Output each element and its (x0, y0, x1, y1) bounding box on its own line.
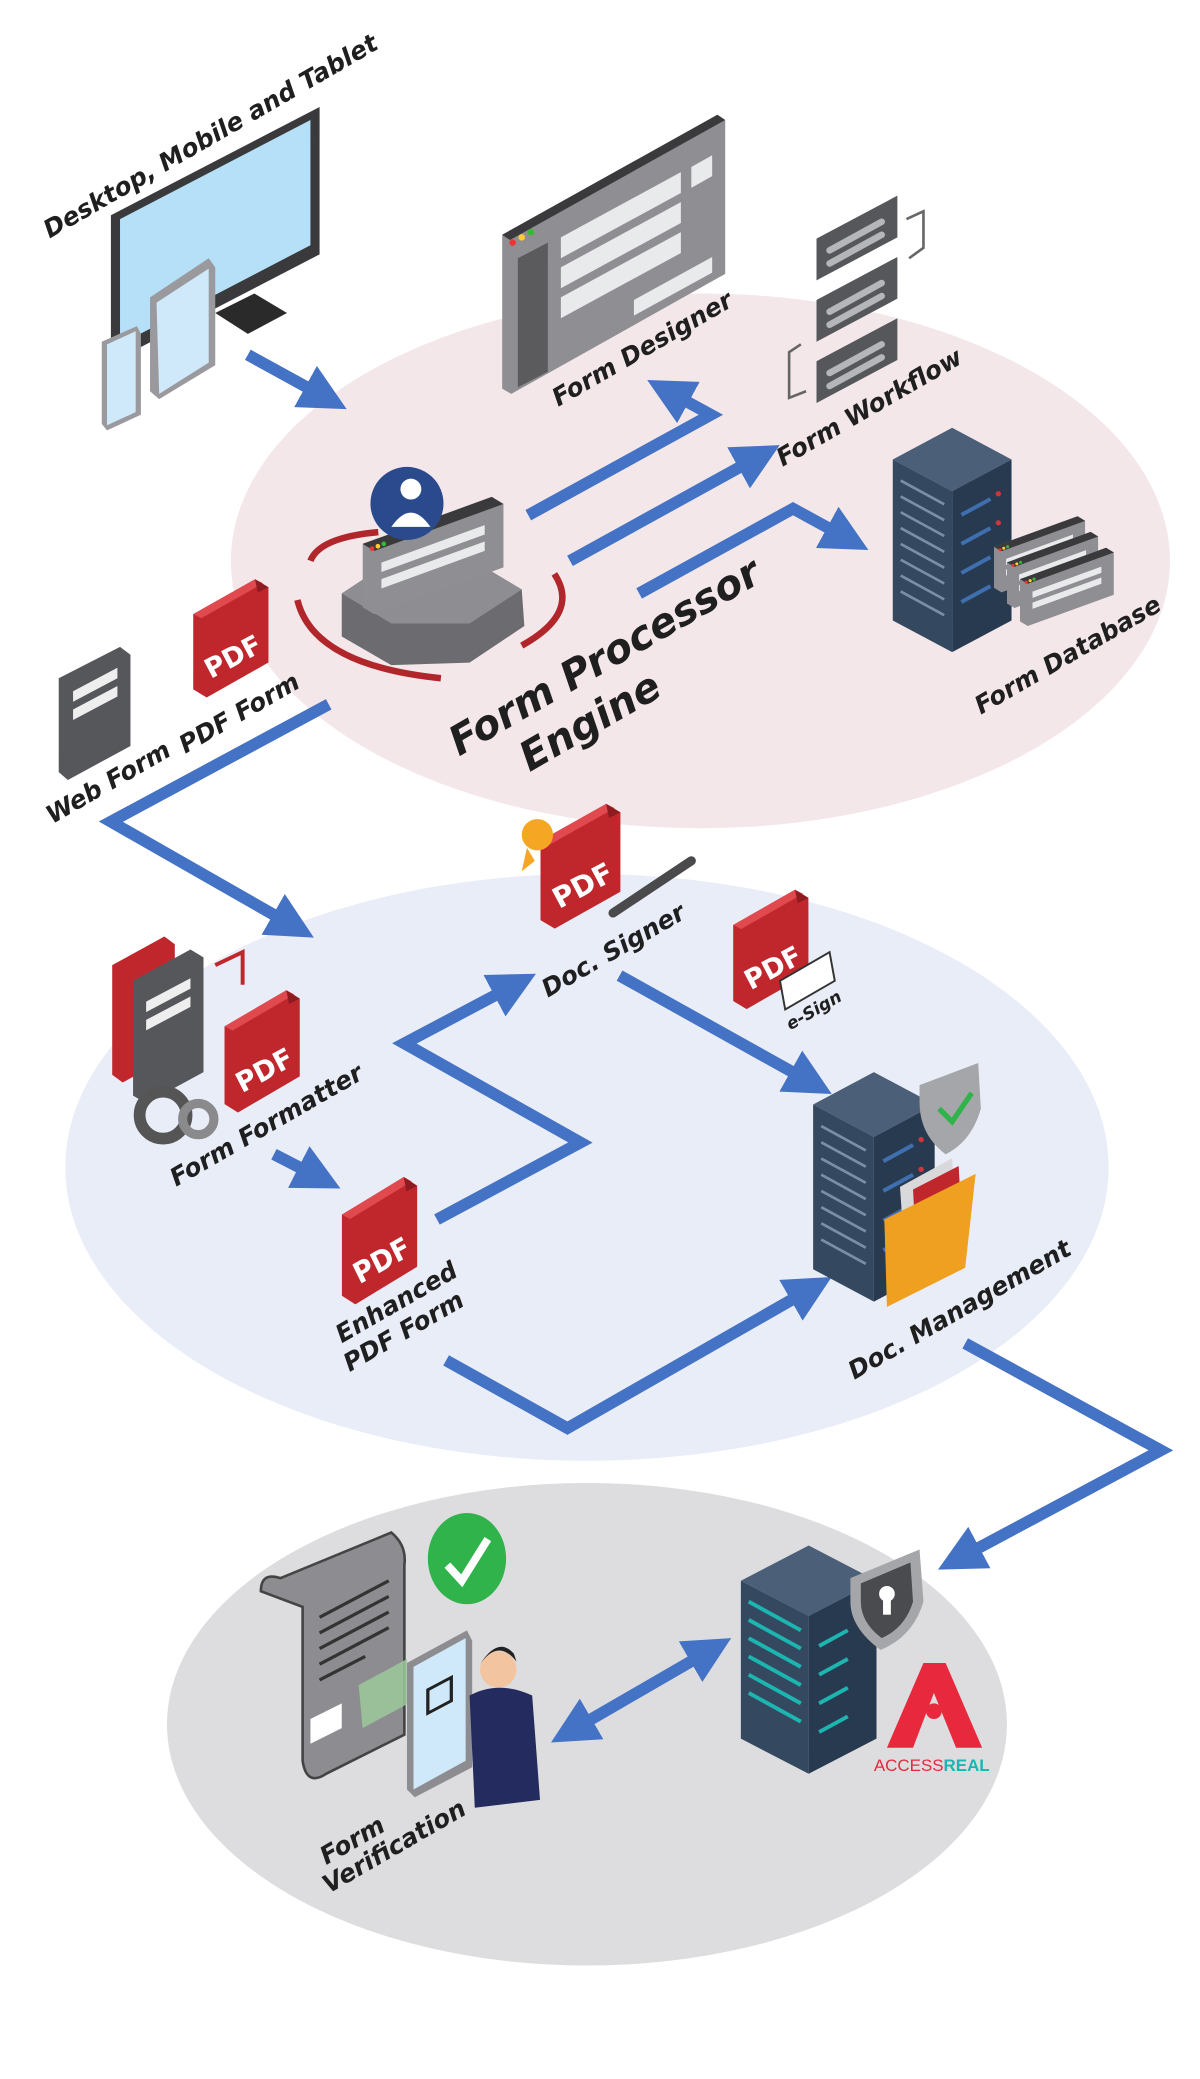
accessreal-logo: ACCESSREAL (874, 1662, 990, 1775)
shield-lock-icon (850, 1549, 924, 1650)
tablet-icon (150, 258, 216, 400)
arrow-engine-to-workflow (567, 445, 780, 566)
web-form-icon (58, 646, 131, 780)
arrow-docmgmt-to-secure-server (937, 1338, 1174, 1570)
cycle-arrows-icon (294, 528, 566, 682)
form-designer-window-icon (502, 114, 726, 394)
phone-qr-scan-icon (406, 1630, 473, 1798)
form-formatter-icon (112, 936, 245, 1145)
workflow-blocks-icon (787, 195, 925, 404)
arrow-signer-to-docmgmt (616, 970, 832, 1094)
arrow-devices-to-engine (245, 349, 347, 410)
arrow-enhanced-to-docmgmt (443, 1276, 832, 1435)
document-scroll-icon (259, 1531, 411, 1780)
arrow-verification-server-bidirectional (550, 1638, 732, 1743)
shield-check-icon (919, 1062, 981, 1155)
arrow-engine-to-database (636, 501, 869, 599)
arrow-engine-to-designer (525, 380, 724, 521)
flow-arrows (98, 349, 1174, 1743)
form-processor-engine-icon (341, 496, 525, 666)
zone-document-processing (65, 873, 1109, 1461)
logo-text-access: ACCESS (874, 1756, 944, 1775)
pen-icon (608, 856, 696, 918)
user-avatar-icon (370, 466, 444, 540)
gear-icon (178, 1098, 219, 1140)
certificate-badge-icon (521, 819, 554, 872)
verified-check-icon (427, 1512, 507, 1605)
arrow-formatter-to-enhanced (271, 1146, 341, 1189)
signature-box-icon (778, 950, 836, 1012)
arrow-pdf-to-formatter (98, 699, 332, 938)
phone-icon (101, 326, 141, 431)
logo-text-real: REAL (944, 1756, 990, 1775)
person-icon (469, 1646, 541, 1808)
pdf-form-icon: PDF (193, 579, 269, 698)
arrow-enhanced-to-signer (392, 973, 593, 1225)
document-folder-icon (884, 1158, 976, 1307)
database-server-icon (893, 428, 1012, 652)
svg-text:ACCESSREAL: ACCESSREAL (874, 1756, 990, 1775)
